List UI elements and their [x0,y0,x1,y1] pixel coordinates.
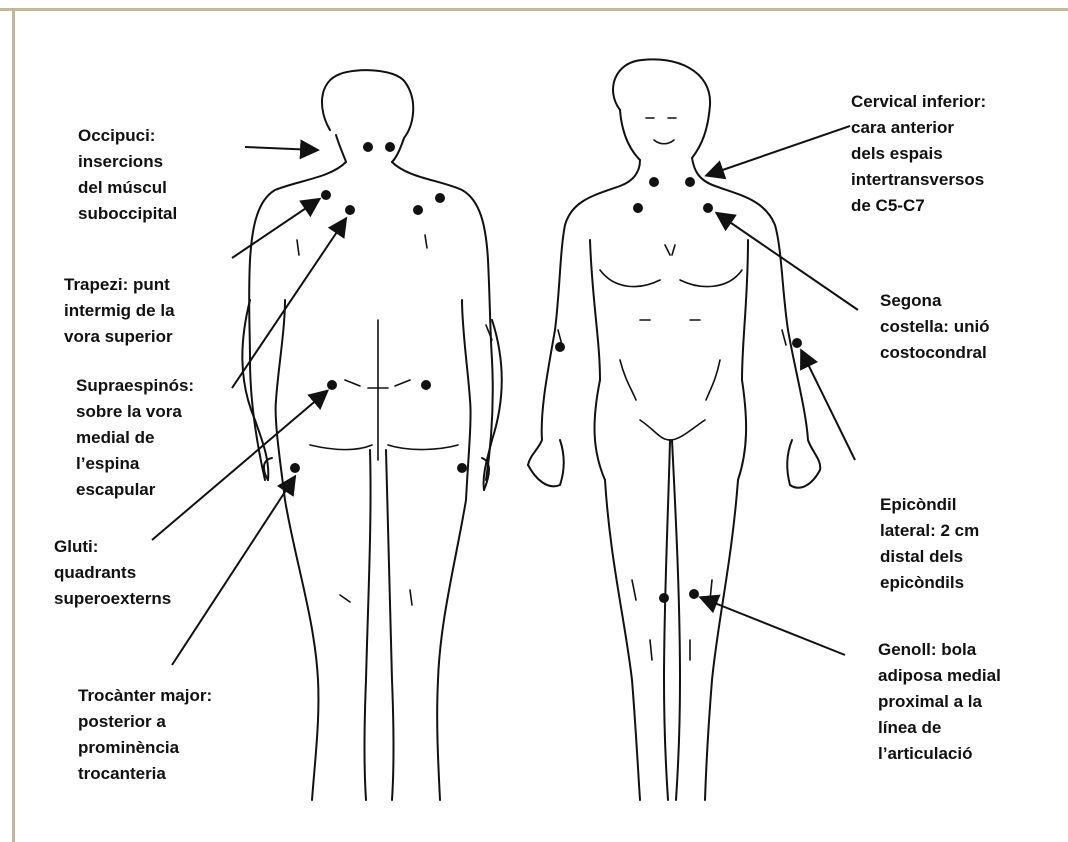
tender-point-occiput-left [363,142,373,152]
arrow-occipuci [245,147,316,150]
label-occipuci: Occipuci: insercions del múscul suboccip… [78,123,177,227]
tender-point-cervical-left [649,177,659,187]
tender-point-knee-right [689,589,699,599]
label-gluti: Gluti: quadrants superoexterns [54,534,171,612]
tender-point-trochanter-right [457,463,467,473]
tender-point-supraspinatus-right [413,205,423,215]
back-torso-outline [249,162,346,480]
label-trapezi: Trapezi: punt intermig de la vora superi… [64,272,175,350]
tender-point-gluteal-right [421,380,431,390]
label-segona: Segona costella: unió costocondral [880,288,990,366]
tender-point-supraspinatus-left [345,205,355,215]
tender-point-epicondyle-right [792,338,802,348]
tender-point-epicondyle-left [555,342,565,352]
back-legs-outline [285,500,318,800]
arrow-trapezi [232,200,318,258]
tender-points [290,142,802,603]
label-trocanter: Trocànter major: posterior a prominència… [78,683,212,787]
arrow-trocanter [172,478,294,665]
label-cervical: Cervical inferior: cara anterior dels es… [851,89,986,219]
tender-point-occiput-right [385,142,395,152]
leader-arrows [152,126,858,665]
arrow-cervical [708,126,850,175]
front-view-figure [528,59,820,800]
arrow-genoll [702,598,845,655]
label-supraespinos: Supraespinós: sobre la vora medial de l’… [76,373,194,503]
back-view-figure [242,70,501,800]
tender-point-trapezius-left [321,190,331,200]
tender-point-second-rib-left [633,203,643,213]
tender-point-trochanter-left [290,463,300,473]
tender-point-gluteal-left [327,380,337,390]
label-epicondil: Epicòndil lateral: 2 cm distal dels epic… [880,492,979,596]
tender-point-knee-left [659,593,669,603]
tender-point-cervical-right [685,177,695,187]
label-genoll: Genoll: bola adiposa medial proximal a l… [878,637,1001,767]
arrow-segona [718,214,858,310]
tender-point-second-rib-right [703,203,713,213]
tender-point-trapezius-right [435,193,445,203]
